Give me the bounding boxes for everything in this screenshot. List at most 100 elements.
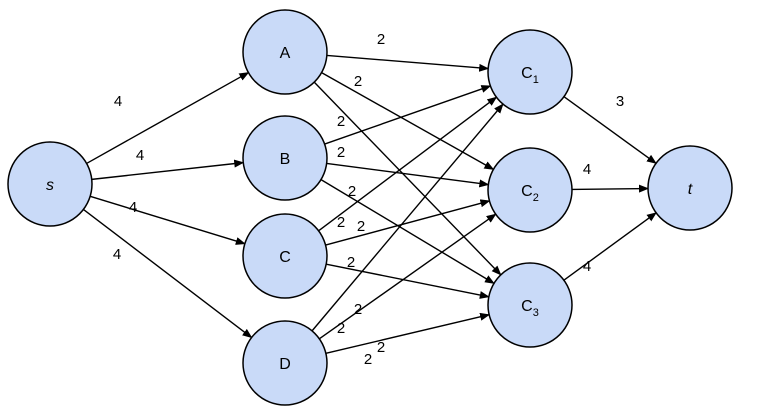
- edge-arrow: [571, 184, 650, 193]
- edge-weight-label: 4: [113, 246, 121, 263]
- edge-weight-label: 2: [357, 218, 365, 235]
- node-label: C: [279, 249, 291, 266]
- node-label-subscript: 3: [533, 307, 539, 319]
- node-label: A: [280, 45, 291, 62]
- edge-weight-label: 4: [129, 199, 137, 216]
- node-label-subscript: 2: [533, 192, 539, 204]
- edge-arrow: [324, 85, 492, 145]
- edge-weight-label: 2: [337, 113, 345, 130]
- node-circle: [487, 29, 573, 115]
- edge-a-to-c1: [326, 54, 490, 72]
- edge-s-to-b: [91, 159, 245, 181]
- node-s: s: [7, 141, 93, 227]
- node-label-main: C: [521, 298, 533, 315]
- edge-weight-label: 4: [136, 147, 144, 164]
- edge-arrow: [313, 81, 502, 276]
- edge-c1-to-t: [563, 96, 657, 164]
- edge-arrow: [318, 96, 498, 232]
- node-circle: [242, 213, 328, 299]
- edge-arrow: [320, 179, 495, 284]
- node-label: B: [280, 151, 291, 168]
- edge-c-to-c1: [318, 96, 498, 232]
- node-label: C1: [521, 65, 539, 86]
- edge-s-to-c: [89, 195, 246, 245]
- node-label-main: t: [688, 181, 693, 198]
- edge-a-to-c2: [321, 72, 495, 170]
- edge-arrow: [91, 159, 245, 181]
- edge-s-to-d: [82, 208, 253, 339]
- edge-arrow: [89, 195, 246, 245]
- node-circle: [242, 115, 328, 201]
- edge-a-to-c3: [313, 81, 502, 276]
- edge-weight-label: 2: [337, 320, 345, 337]
- node-label: C3: [521, 298, 539, 319]
- edge-arrow: [326, 54, 490, 72]
- node-label-main: C: [279, 249, 291, 266]
- edge-weight-label: 2: [337, 214, 345, 231]
- edge-d-to-c1: [311, 103, 504, 332]
- edge-weight-label: 3: [616, 93, 624, 110]
- node-c1: C1: [487, 29, 573, 115]
- node-d: D: [242, 320, 328, 406]
- node-c3: C3: [487, 262, 573, 348]
- edge-arrow: [321, 72, 495, 170]
- edge-weight-label: 2: [377, 31, 385, 48]
- edge-weight-label: 4: [114, 93, 122, 110]
- edge-arrow: [326, 263, 490, 299]
- node-label-main: D: [279, 356, 291, 373]
- node-circle: [487, 147, 573, 233]
- node-circle: [242, 320, 328, 406]
- edge-arrow: [325, 312, 491, 355]
- edge-arrow: [311, 103, 504, 332]
- node-circle: [242, 9, 328, 95]
- edge-c-to-c3: [326, 263, 490, 299]
- edge-d-to-c3: [325, 312, 491, 355]
- edge-weight-label: 2: [347, 254, 355, 271]
- edge-arrow: [563, 212, 657, 281]
- edges: [82, 54, 657, 355]
- edge-weight-label: 2: [348, 183, 356, 200]
- node-circle: [647, 145, 733, 231]
- edge-s-to-a: [86, 71, 250, 165]
- edge-weight-label: 2: [364, 351, 372, 368]
- node-t: t: [647, 145, 733, 231]
- node-label: s: [46, 177, 54, 194]
- node-c: C: [242, 213, 328, 299]
- node-c2: C2: [487, 147, 573, 233]
- node-label-main: C: [521, 65, 533, 82]
- node-label-main: A: [280, 45, 291, 62]
- node-a: A: [242, 9, 328, 95]
- edge-d-to-c2: [318, 213, 497, 340]
- node-label: t: [688, 181, 693, 198]
- edge-arrow: [86, 71, 250, 165]
- edge-arrow: [326, 162, 490, 188]
- edge-c3-to-t: [563, 212, 657, 281]
- edge-weight-label: 2: [377, 339, 385, 356]
- edge-weight-label: 2: [354, 301, 362, 318]
- edge-arrow: [82, 208, 253, 339]
- node-label: D: [279, 356, 291, 373]
- edge-arrow: [563, 96, 657, 164]
- edge-weight-label: 4: [583, 161, 591, 178]
- edge-c2-to-t: [571, 184, 650, 193]
- edge-b-to-c3: [320, 179, 495, 284]
- node-label-main: B: [280, 151, 291, 168]
- edge-arrow: [318, 213, 497, 340]
- edge-c-to-c2: [325, 199, 491, 246]
- edge-weight-label: 2: [337, 144, 345, 161]
- node-circle: [7, 141, 93, 227]
- node-b: B: [242, 115, 328, 201]
- node-label-subscript: 1: [533, 74, 539, 86]
- node-label-main: s: [46, 177, 54, 194]
- edge-weight-label: 4: [583, 258, 591, 275]
- edge-arrow: [325, 199, 491, 246]
- edge-b-to-c2: [326, 162, 490, 188]
- edge-b-to-c1: [324, 85, 492, 145]
- node-circle: [487, 262, 573, 348]
- node-label: C2: [521, 183, 539, 204]
- edge-weight-label: 2: [354, 73, 362, 90]
- node-label-main: C: [521, 183, 533, 200]
